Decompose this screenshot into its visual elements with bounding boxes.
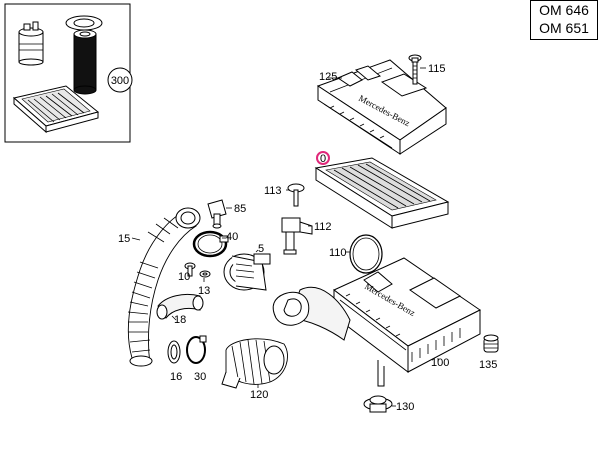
inset-filter-kit: 300 — [4, 3, 133, 143]
engine-code-2: OM 651 — [539, 20, 589, 36]
clamp-30[interactable] — [186, 335, 207, 364]
callout-120: 120 — [250, 389, 268, 401]
callout-5: 5 — [258, 243, 264, 255]
callout-0: 0 — [320, 153, 326, 165]
air-mass-sensor-5[interactable] — [223, 253, 271, 291]
grommet-135[interactable] — [483, 334, 499, 353]
intake-hose-15[interactable] — [127, 207, 201, 367]
highlight-ring — [316, 151, 330, 165]
fuel-filter[interactable] — [18, 21, 44, 66]
callout-110: 110 — [329, 247, 347, 259]
callout-30: 30 — [194, 371, 206, 383]
hose-18[interactable] — [156, 293, 204, 320]
air-filter-element-small[interactable] — [12, 85, 100, 134]
callout-10: 10 — [178, 271, 190, 283]
washer-13[interactable] — [199, 270, 211, 278]
callout-18: 18 — [174, 314, 186, 326]
air-cleaner-housing[interactable]: Mercedes-Benz — [272, 257, 481, 387]
callout-125: 125 — [319, 71, 337, 83]
bolt-115[interactable] — [408, 54, 422, 85]
air-cleaner-lid[interactable]: Mercedes-Benz — [316, 59, 447, 155]
engine-code-box: OM 646 OM 651 — [530, 0, 598, 40]
sensor-112[interactable] — [281, 217, 313, 255]
callout-113: 113 — [264, 185, 282, 197]
air-filter-element[interactable] — [314, 157, 450, 229]
callout-15: 15 — [118, 233, 130, 245]
seal-ring-110[interactable] — [349, 234, 383, 274]
oil-filter-element[interactable] — [65, 15, 103, 95]
callout-13: 13 — [198, 285, 210, 297]
callout-130: 130 — [396, 401, 414, 413]
sensor-85[interactable] — [207, 199, 227, 229]
callout-85: 85 — [234, 203, 246, 215]
seal-16[interactable] — [167, 340, 181, 364]
callout-40: 40 — [226, 231, 238, 243]
callout-112: 112 — [314, 221, 332, 233]
callout-300: 300 — [111, 75, 129, 87]
callout-135: 135 — [479, 359, 497, 371]
bolt-10[interactable] — [184, 262, 196, 277]
engine-code-1: OM 646 — [539, 2, 589, 18]
grommet-130[interactable] — [363, 395, 393, 413]
screw-113[interactable] — [287, 183, 305, 207]
intake-bellows-120[interactable] — [221, 338, 288, 389]
callout-16: 16 — [170, 371, 182, 383]
clamp-40[interactable] — [192, 230, 229, 258]
callout-115: 115 — [428, 63, 446, 75]
callout-100: 100 — [431, 357, 449, 369]
